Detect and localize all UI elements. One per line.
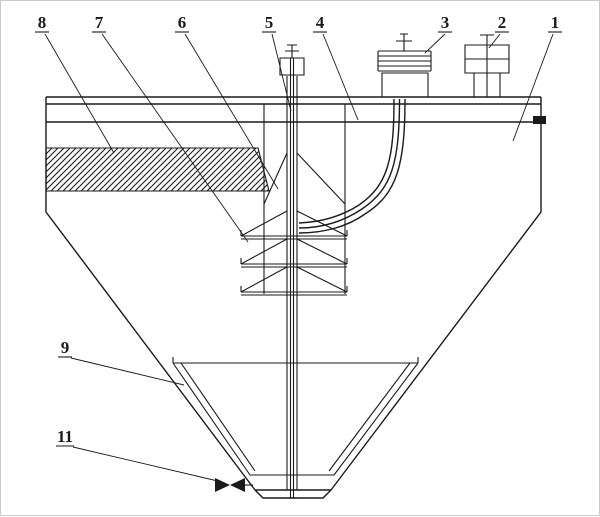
callout-7-label: 7: [95, 13, 104, 32]
leader-7: [101, 33, 249, 243]
callout-underlines: [35, 31, 562, 447]
leader-4: [322, 33, 359, 121]
valve-left-wedge: [215, 478, 230, 492]
feed-pipe-mid: [298, 98, 401, 229]
leader-2: [488, 33, 501, 49]
callout-2-label: 2: [498, 13, 507, 32]
inner-cone-left-wall: [172, 362, 256, 476]
callout-1-label: 1: [551, 13, 560, 32]
leader-6: [184, 33, 279, 190]
inner-cone-right-wall: [328, 362, 419, 476]
drive-disc-stack: [377, 50, 432, 72]
inner-cone-rim: [172, 357, 419, 364]
leader-8: [44, 33, 115, 154]
linework: [35, 31, 562, 499]
shaft-top-box: [279, 57, 305, 76]
callout-9-label: 9: [61, 338, 70, 357]
leader-11: [72, 446, 223, 483]
drive-housing: [381, 72, 429, 98]
feed-pipe-outer: [298, 98, 395, 224]
hatched-band: [45, 147, 270, 192]
dosing-box: [464, 34, 510, 97]
distributor-cone: [263, 152, 346, 205]
drive-top-fitting: [396, 33, 412, 51]
leader-1: [512, 33, 554, 142]
feed-pipe-inner: [298, 98, 406, 234]
callout-6-label: 6: [178, 13, 187, 32]
leader-9: [70, 357, 185, 386]
callout-8-label: 8: [38, 13, 47, 32]
drive-unit: [377, 33, 432, 98]
feedwell-walls: [263, 104, 346, 294]
callout-11-label: 11: [57, 427, 73, 446]
callout-4-label: 4: [316, 13, 325, 32]
dosing-box-legs: [473, 73, 501, 97]
feed-pipe: [298, 98, 406, 234]
valve-right-wedge: [230, 478, 245, 492]
callout-5-label: 5: [265, 13, 274, 32]
dosing-box-mast: [480, 34, 494, 97]
overflow-nozzle: [533, 116, 546, 124]
leader-3: [424, 33, 446, 54]
launder-hatch: [45, 147, 270, 192]
shaft-tubes: [286, 58, 298, 498]
shaft-top-fitting: [285, 44, 299, 58]
leader-5: [271, 33, 292, 112]
inner-cone: [172, 357, 419, 476]
callouts: 8 7 6 5 4 3 2 1 9 11: [38, 13, 560, 446]
central-shaft: [279, 44, 305, 499]
callout-3-label: 3: [441, 13, 450, 32]
leader-lines: [44, 33, 554, 483]
